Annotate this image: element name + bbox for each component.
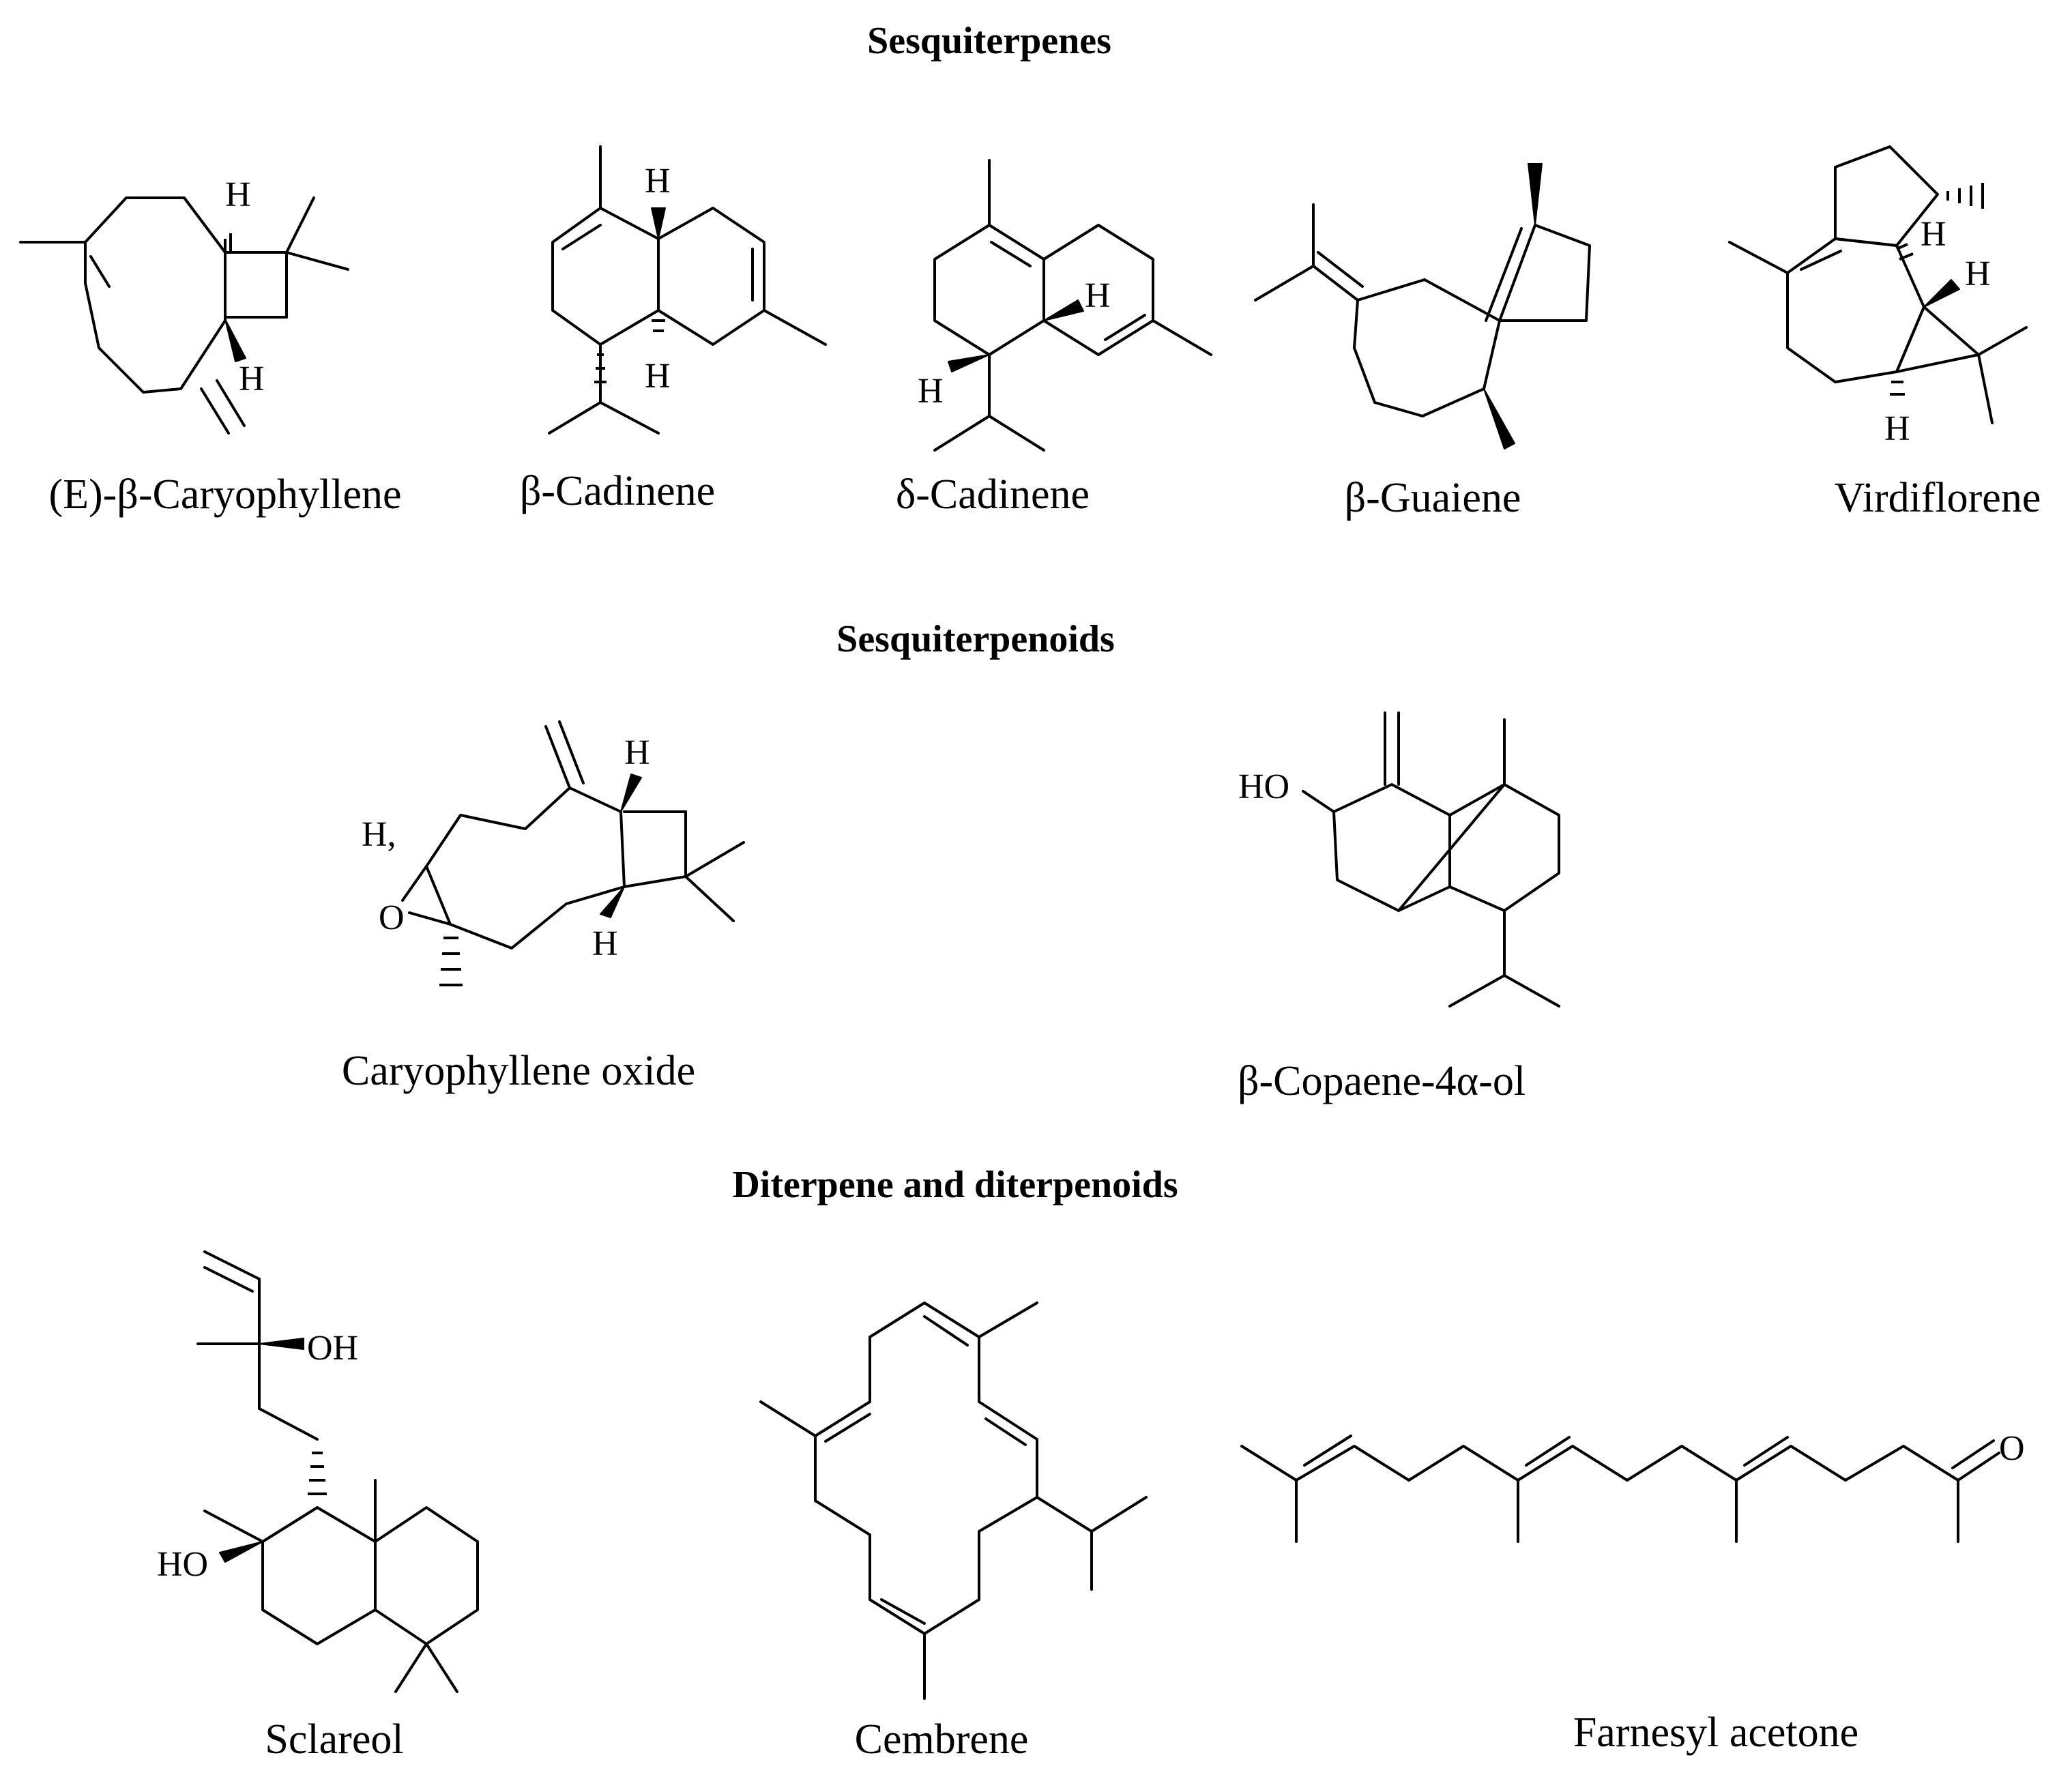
name-caryophyllene: (E)-β-Caryophyllene xyxy=(48,471,401,518)
structure-copaenol: HO xyxy=(1238,711,1560,1008)
structure-b-guaiene xyxy=(1254,163,1591,450)
atom-h-label: H xyxy=(1085,276,1111,315)
heading-diterpenes: Diterpene and diterpenoids xyxy=(732,1164,1178,1206)
atom-h-label: H xyxy=(645,357,671,396)
structure-caryophyllene: H H xyxy=(19,175,349,435)
name-caryophyllene-oxide: Caryophyllene oxide xyxy=(342,1048,695,1094)
atom-h-label: H xyxy=(225,175,251,214)
atom-h-label: H xyxy=(624,733,650,772)
structure-d-cadinene: H H xyxy=(918,159,1212,452)
name-cembrene: Cembrene xyxy=(855,1716,1029,1763)
structure-b-cadinene: H H xyxy=(548,145,827,435)
atom-o-label: O xyxy=(379,898,405,937)
atom-h-comma-label: H, xyxy=(362,815,396,854)
atom-ho-label: HO xyxy=(1238,767,1289,806)
atom-h-label: H xyxy=(1921,215,1946,254)
name-b-guaiene: β-Guaiene xyxy=(1345,475,1521,521)
atom-h-label: H xyxy=(645,162,671,201)
atom-h-label: H xyxy=(1884,409,1910,448)
heading-sesquiterpenes: Sesquiterpenes xyxy=(867,20,1111,62)
atom-h-label: H xyxy=(1965,254,1991,293)
name-farnesyl-acetone: Farnesyl acetone xyxy=(1573,1709,1858,1756)
name-sclareol: Sclareol xyxy=(265,1716,403,1763)
name-copaenol: β-Copaene-4α-ol xyxy=(1238,1058,1526,1104)
name-b-cadinene: β-Cadinene xyxy=(520,468,715,514)
atom-oh-label: OH xyxy=(307,1329,358,1368)
atom-h-label: H xyxy=(239,359,265,398)
structure-sclareol: OH HO xyxy=(157,1250,479,1693)
heading-sesquiterpenoids: Sesquiterpenoids xyxy=(836,618,1115,660)
structure-farnesyl-acetone: O xyxy=(1240,1429,2025,1543)
structure-cembrene xyxy=(759,1302,1148,1700)
name-virdiflorene: Virdiflorene xyxy=(1835,475,2041,521)
structure-caryophyllene-oxide: H, O H H xyxy=(362,720,745,986)
structure-virdiflorene: H H H xyxy=(1728,145,2028,448)
atom-o-label: O xyxy=(1999,1429,2025,1468)
name-d-cadinene: δ-Cadinene xyxy=(896,471,1090,518)
atom-h-label: H xyxy=(592,924,618,963)
atom-ho-label: HO xyxy=(157,1545,208,1584)
atom-h-label: H xyxy=(918,372,944,411)
